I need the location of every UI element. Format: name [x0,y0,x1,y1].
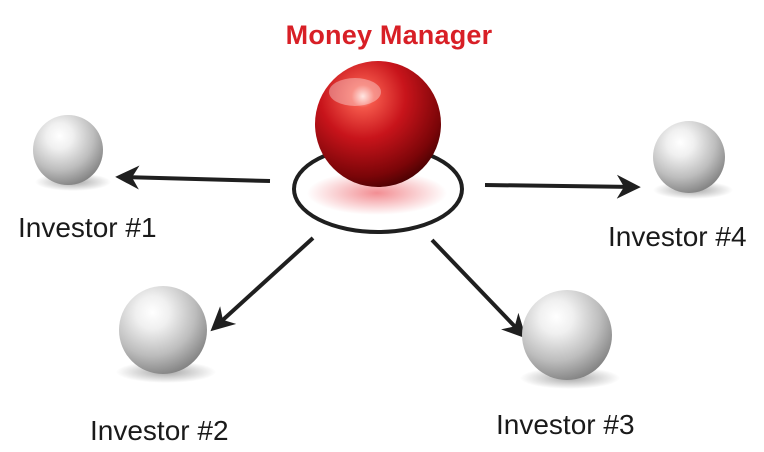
silver-sphere-icon [522,290,612,380]
investor-3-node [520,290,620,389]
arrow-to-investor-3 [430,238,527,339]
hub-glow [307,171,447,215]
arrow-to-investor-1 [115,165,271,190]
investor-4-label: Investor #4 [608,221,747,252]
investor-2-node [116,286,216,383]
hub-group [292,61,464,234]
silver-sphere-icon [119,286,207,374]
red-sphere-icon [315,61,441,187]
investor-3-label: Investor #3 [496,409,635,440]
edges [115,165,641,339]
investor-1-label: Investor #1 [18,212,157,243]
arrow-to-investor-2 [210,236,315,332]
silver-sphere-icon [653,121,725,193]
diagram-title: Money Manager [285,20,493,50]
silver-sphere-icon [33,115,103,185]
investor-4-node [653,121,733,199]
investor-1-node [33,115,111,191]
arrow-to-investor-4 [484,174,641,199]
hub-sphere-highlight [329,78,381,106]
investor-2-label: Investor #2 [90,415,229,446]
